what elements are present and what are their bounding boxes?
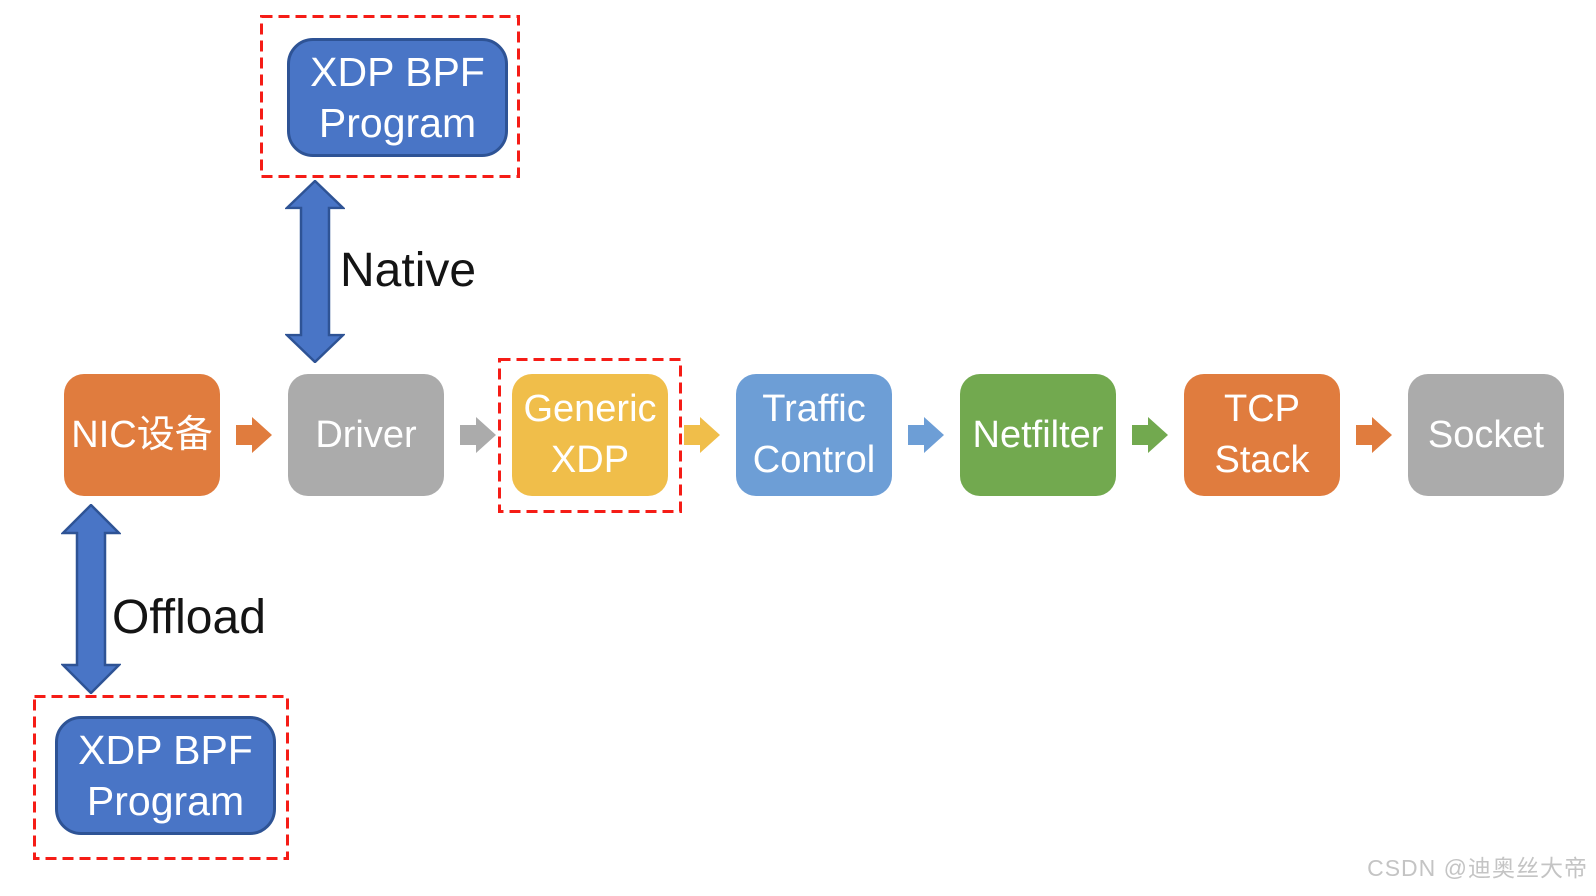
arrow-driver-to-generic-xdp bbox=[460, 417, 496, 453]
node-socket: Socket bbox=[1408, 374, 1564, 496]
node-driver: Driver bbox=[288, 374, 444, 496]
highlight-outline-bpf-bottom bbox=[33, 695, 289, 860]
highlight-outline-bpf-top bbox=[260, 15, 520, 178]
highlight-outline-generic-xdp bbox=[498, 358, 682, 513]
arrow-nic-to-driver bbox=[236, 417, 272, 453]
node-generic-xdp: Generic XDP bbox=[512, 374, 668, 496]
node-tcp-stack: TCP Stack bbox=[1184, 374, 1340, 496]
arrow-netfilter-to-tcp-stack bbox=[1132, 417, 1168, 453]
node-traffic-control: Traffic Control bbox=[736, 374, 892, 496]
double-arrow-offload bbox=[61, 504, 121, 694]
label-native: Native bbox=[340, 244, 477, 297]
node-xdp-bpf-program-bottom: XDP BPF Program bbox=[55, 716, 276, 835]
label-offload: Offload bbox=[112, 591, 266, 644]
arrow-generic-xdp-to-traffic-control bbox=[684, 417, 720, 453]
arrow-tcp-stack-to-socket bbox=[1356, 417, 1392, 453]
node-netfilter: Netfilter bbox=[960, 374, 1116, 496]
node-xdp-bpf-program-top: XDP BPF Program bbox=[287, 38, 508, 157]
arrow-traffic-control-to-netfilter bbox=[908, 417, 944, 453]
csdn-watermark: CSDN @迪奥丝大帝 bbox=[1367, 855, 1588, 881]
node-nic: NIC设备 bbox=[64, 374, 220, 496]
double-arrow-native bbox=[285, 180, 345, 363]
